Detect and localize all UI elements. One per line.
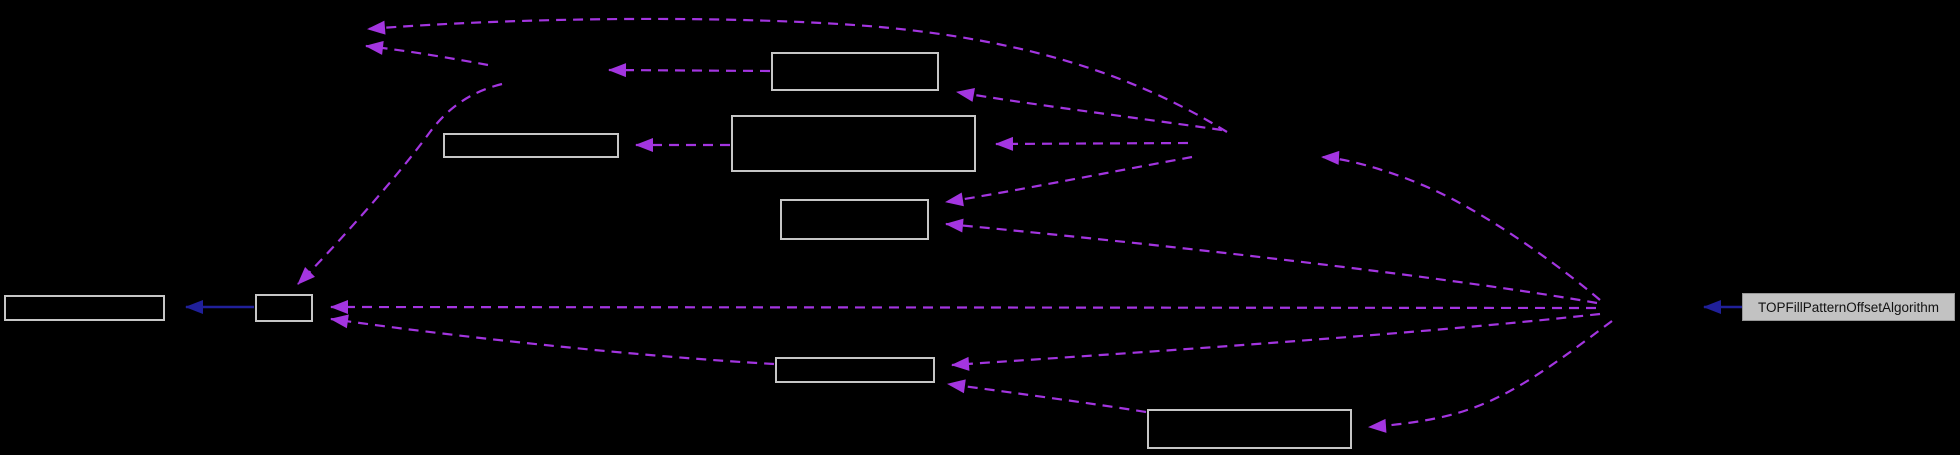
edge-node-h-to-node-g [947, 379, 1147, 414]
node-box-mid-left[interactable] [443, 133, 619, 158]
edge-node-a-to-hub-upper-mid [608, 63, 771, 78]
edge-hub-upper-mid-to-node-f [297, 82, 503, 285]
edge-hub-far-right-to-node-d [945, 218, 1598, 305]
node-box-bottom-mid[interactable] [775, 357, 935, 383]
edge-hub-mid-right-to-hub-top-left [367, 17, 1228, 133]
node-label: TOPFillPatternOffsetAlgorithm [1757, 299, 1940, 315]
node-box-far-left[interactable] [4, 295, 165, 321]
edge-hub-mid-right-to-node-b [995, 136, 1189, 151]
edge-hub-far-right-to-node-g [951, 312, 1601, 371]
edge-hub-upper-mid-to-hub-top-left [365, 40, 489, 67]
edge-hub-mid-right-to-node-d [945, 155, 1193, 207]
node-box-mid-small[interactable] [780, 199, 929, 240]
node-box-left-small[interactable] [255, 294, 313, 322]
node-box-bottom-right[interactable] [1147, 409, 1352, 449]
node-box-topfillpatternoffsetalgorithm[interactable]: TOPFillPatternOffsetAlgorithm [1742, 293, 1955, 321]
edge-hub-far-right-to-hub-mid-right [1321, 150, 1601, 301]
edge-hub-far-right-to-node-f [330, 300, 1597, 315]
edge-hub-mid-right-to-node-a [956, 88, 1223, 132]
edge-hub-far-right-to-node-h [1368, 320, 1613, 433]
node-box-top[interactable] [771, 52, 939, 91]
node-box-mid-large[interactable] [731, 115, 976, 172]
edge-node-g-to-node-f [330, 314, 775, 366]
